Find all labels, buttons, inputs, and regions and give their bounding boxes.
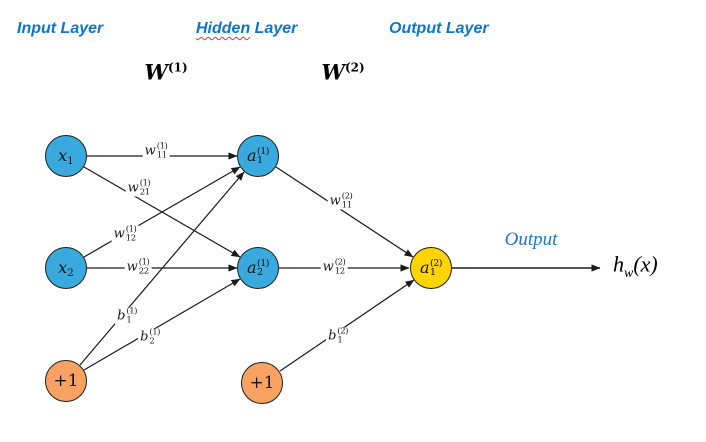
- edge-label-w11-2: w(2)11: [327, 191, 355, 210]
- b2-1-base: b: [140, 329, 149, 345]
- w11-1-base: w: [144, 143, 156, 159]
- node-bias-input: +1: [45, 360, 87, 402]
- node-a1-2: a(2)1: [410, 247, 452, 289]
- w11-1-sub: 11: [156, 150, 167, 160]
- w12-2-sup: (2): [334, 257, 346, 268]
- w2-base: W: [321, 59, 345, 85]
- b1-1-base: b: [117, 308, 126, 324]
- b2-1-sup: (1): [149, 327, 160, 338]
- w12-1-base: w: [113, 226, 125, 242]
- hw-rest: (x): [633, 251, 658, 277]
- w22-1-sup: (1): [138, 257, 150, 268]
- header-output-layer: Output Layer: [389, 20, 489, 37]
- a12-sub: 1: [430, 267, 436, 278]
- node-a1-1: a(1)1: [237, 135, 279, 177]
- b1-2-base: b: [328, 328, 337, 344]
- hidden-word-layer: Layer: [250, 20, 298, 37]
- a12-base: a: [419, 258, 430, 277]
- node-bias-hidden: +1: [241, 362, 283, 404]
- w11-2-sub: 11: [341, 200, 352, 210]
- a11-sub: 1: [257, 155, 263, 166]
- w1-sup: (1): [167, 60, 188, 75]
- w21-1-base: w: [127, 180, 139, 196]
- w22-1-sub: 22: [138, 266, 149, 276]
- x2-base: x: [58, 258, 68, 277]
- edge-bias1-a11: [79, 171, 245, 366]
- bias2-label: +1: [249, 373, 275, 393]
- b1-1-sup: (1): [126, 306, 137, 317]
- a21-sup: (1): [257, 257, 269, 269]
- edge-label-b1-1: b(1)1: [115, 306, 139, 325]
- hidden-word-misspell-squiggle: Hidden: [196, 20, 251, 37]
- output-function-hwx: hw(x): [613, 252, 658, 282]
- b1-1-sub: 1: [126, 315, 132, 325]
- output-label: Output: [504, 229, 558, 250]
- bias1-label: +1: [53, 371, 79, 391]
- w12-1-sup: (1): [125, 224, 137, 235]
- w22-1-base: w: [126, 259, 138, 275]
- header-input-layer: Input Layer: [17, 20, 104, 37]
- edge-x2-a11: [83, 166, 241, 258]
- w21-1-sub: 21: [139, 187, 150, 197]
- edge-label-w12-2: w(2)12: [320, 257, 348, 276]
- hw-base: h: [613, 251, 624, 277]
- weight-matrix-w2-label: W(2): [321, 60, 364, 85]
- edge-label-w12-1: w(1)12: [111, 224, 139, 243]
- w11-2-base: w: [329, 193, 341, 209]
- header-hidden-layer: Hidden Layer: [196, 20, 297, 38]
- edge-bias1-a21: [83, 278, 241, 371]
- edge-label-w21-1: w(1)21: [125, 178, 153, 197]
- w12-1-sub: 12: [125, 233, 136, 243]
- x1-base: x: [58, 146, 68, 165]
- a11-base: a: [246, 146, 257, 165]
- hw-sub: w: [624, 265, 634, 281]
- a21-sub: 2: [257, 267, 263, 278]
- b1-2-sub: 1: [337, 335, 343, 345]
- a12-sup: (2): [430, 257, 442, 269]
- x1-sub: 1: [67, 154, 74, 167]
- b2-1-sub: 2: [149, 336, 155, 346]
- x2-sub: 2: [67, 266, 74, 279]
- w12-2-base: w: [322, 259, 334, 275]
- w11-2-sup: (2): [341, 191, 353, 202]
- w12-2-sub: 12: [334, 266, 345, 276]
- w2-sup: (2): [344, 60, 365, 75]
- edge-a11-a12: [275, 166, 414, 258]
- w11-1-sup: (1): [156, 141, 168, 152]
- w21-1-sup: (1): [139, 178, 151, 189]
- w1-base: W: [144, 59, 168, 85]
- edge-label-w22-1: w(1)22: [124, 257, 152, 276]
- a11-sup: (1): [257, 145, 269, 157]
- a21-base: a: [246, 258, 257, 277]
- edge-label-b1-2: b(2)1: [326, 326, 350, 345]
- edge-label-w11-1: w(1)11: [142, 141, 170, 160]
- weight-matrix-w1-label: W(1): [144, 60, 187, 85]
- node-a2-1: a(1)2: [237, 247, 279, 289]
- b1-2-sup: (2): [337, 326, 348, 337]
- edge-bias2-a12: [279, 279, 415, 372]
- edge-label-b2-1: b(1)2: [138, 327, 162, 346]
